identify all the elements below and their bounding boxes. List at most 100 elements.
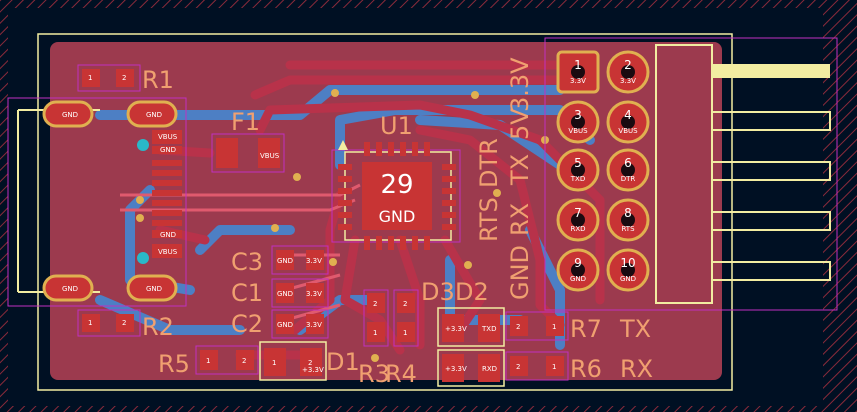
svg-text:1: 1 xyxy=(552,363,556,371)
diode-d1: 1 2 +3.3V D1 xyxy=(259,341,360,381)
rx-label: RX xyxy=(620,355,653,383)
svg-text:1: 1 xyxy=(552,323,556,331)
svg-text:3.3V: 3.3V xyxy=(570,77,586,85)
svg-text:1: 1 xyxy=(373,329,377,337)
svg-text:GND: GND xyxy=(620,275,636,283)
tx-label: TX xyxy=(619,315,651,343)
ref-r4: R4 xyxy=(385,360,417,388)
resistor-r3: 2 1 R3 xyxy=(358,289,390,388)
usb-shield-label: GND xyxy=(62,111,78,119)
ref-d3: D3 xyxy=(421,278,455,306)
svg-text:TXD: TXD xyxy=(481,325,496,333)
capacitor-c1: GND 3.3V C1 xyxy=(231,278,329,308)
capacitor-c3: GND 3.3V C3 xyxy=(231,245,329,276)
svg-text:3.3V: 3.3V xyxy=(306,321,322,329)
svg-text:VBUS: VBUS xyxy=(568,127,588,135)
usb-pin-label: VBUS xyxy=(158,133,178,141)
svg-text:RX: RX xyxy=(506,203,534,236)
svg-text:2: 2 xyxy=(308,359,312,367)
front-tracks xyxy=(155,60,605,360)
svg-text:4: 4 xyxy=(624,108,632,122)
svg-text:5: 5 xyxy=(574,156,582,170)
svg-text:8: 8 xyxy=(624,206,632,220)
ref-r7: R7 xyxy=(570,315,602,343)
led-d3: +3.3V TXD D3 xyxy=(421,278,505,347)
resistor-r7: 2 1 R7 xyxy=(505,311,602,343)
svg-text:+3.3V: +3.3V xyxy=(445,365,467,373)
usb-shield-label: GND xyxy=(62,285,78,293)
svg-text:1: 1 xyxy=(206,357,210,365)
svg-text:3.3V: 3.3V xyxy=(620,77,636,85)
ref-c3: C3 xyxy=(231,248,263,276)
fuse-f1: VBUS F1 xyxy=(211,108,285,173)
ref-c1: C1 xyxy=(231,279,263,307)
svg-text:2: 2 xyxy=(373,300,377,308)
usb-shield-label: GND xyxy=(146,285,162,293)
svg-text:2: 2 xyxy=(403,300,407,308)
resistor-r4: 2 1 R4 xyxy=(385,289,419,388)
ref-r3: R3 xyxy=(358,360,390,388)
svg-text:1: 1 xyxy=(403,329,407,337)
svg-text:GND: GND xyxy=(277,321,293,329)
usb-pin-label: VBUS xyxy=(158,248,178,256)
usb-shield-label: GND xyxy=(146,111,162,119)
svg-text:1: 1 xyxy=(574,58,582,72)
ic-pad-net: GND xyxy=(379,207,416,226)
ref-r1: R1 xyxy=(142,66,174,94)
resistor-r6: 2 1 R6 xyxy=(505,351,602,383)
ref-f1: F1 xyxy=(231,108,260,136)
svg-text:3: 3 xyxy=(574,108,582,122)
svg-text:5V: 5V xyxy=(506,108,534,140)
svg-text:RTS: RTS xyxy=(621,225,635,233)
pin-header: 1 3.3V 2 3.3V 3 VBUS 4 VBUS 5 TXD 6 DTR … xyxy=(544,37,838,311)
svg-text:3.3V: 3.3V xyxy=(306,257,322,265)
led-d2: +3.3V RXD D2 xyxy=(437,278,505,387)
svg-text:DTR: DTR xyxy=(475,138,503,188)
ref-c2: C2 xyxy=(231,310,263,338)
ic-pad-number: 29 xyxy=(380,170,413,200)
vias xyxy=(136,89,549,362)
svg-text:6: 6 xyxy=(624,156,632,170)
svg-text:RXD: RXD xyxy=(570,225,585,233)
usb-pin-label: GND xyxy=(160,146,176,154)
ref-d1: D1 xyxy=(326,348,360,376)
svg-text:3.3V: 3.3V xyxy=(306,290,322,298)
usb-pin-label: GND xyxy=(160,231,176,239)
capacitor-c2: GND 3.3V C2 xyxy=(231,309,329,339)
usb-connector: GND GND GND GND VBUS GND GND VBUS xyxy=(7,97,187,307)
resistor-r2: 1 2 R2 xyxy=(77,309,174,341)
svg-text:1: 1 xyxy=(272,359,276,367)
svg-text:GND: GND xyxy=(570,275,586,283)
ref-d2: D2 xyxy=(455,278,489,306)
svg-text:7: 7 xyxy=(574,206,582,220)
ref-r6: R6 xyxy=(570,355,602,383)
svg-text:1: 1 xyxy=(88,74,92,82)
svg-text:2: 2 xyxy=(624,58,632,72)
pad-net-label: +3.3V xyxy=(302,366,324,374)
svg-text:DTR: DTR xyxy=(621,175,636,183)
svg-text:TX: TX xyxy=(506,154,534,186)
svg-text:10: 10 xyxy=(620,256,635,270)
svg-text:GND: GND xyxy=(506,245,534,300)
svg-text:1: 1 xyxy=(88,319,92,327)
resistor-r1: 1 2 R1 xyxy=(77,64,174,94)
svg-text:3.3V: 3.3V xyxy=(506,57,534,112)
svg-text:RXD: RXD xyxy=(482,365,497,373)
svg-text:VBUS: VBUS xyxy=(618,127,638,135)
svg-text:2: 2 xyxy=(516,323,520,331)
ref-r5: R5 xyxy=(158,350,190,378)
svg-text:TXD: TXD xyxy=(570,175,585,183)
svg-text:GND: GND xyxy=(277,257,293,265)
ref-u1: U1 xyxy=(380,112,413,140)
resistor-r5: 1 2 R5 xyxy=(158,345,259,378)
svg-text:2: 2 xyxy=(122,319,126,327)
ic-u1: 29 GND U1 xyxy=(331,112,461,250)
svg-text:+3.3V: +3.3V xyxy=(445,325,467,333)
svg-text:VBUS: VBUS xyxy=(260,152,280,160)
svg-text:2: 2 xyxy=(516,363,520,371)
svg-text:GND: GND xyxy=(277,290,293,298)
ref-r2: R2 xyxy=(142,313,174,341)
svg-text:9: 9 xyxy=(574,256,582,270)
svg-text:2: 2 xyxy=(242,357,246,365)
